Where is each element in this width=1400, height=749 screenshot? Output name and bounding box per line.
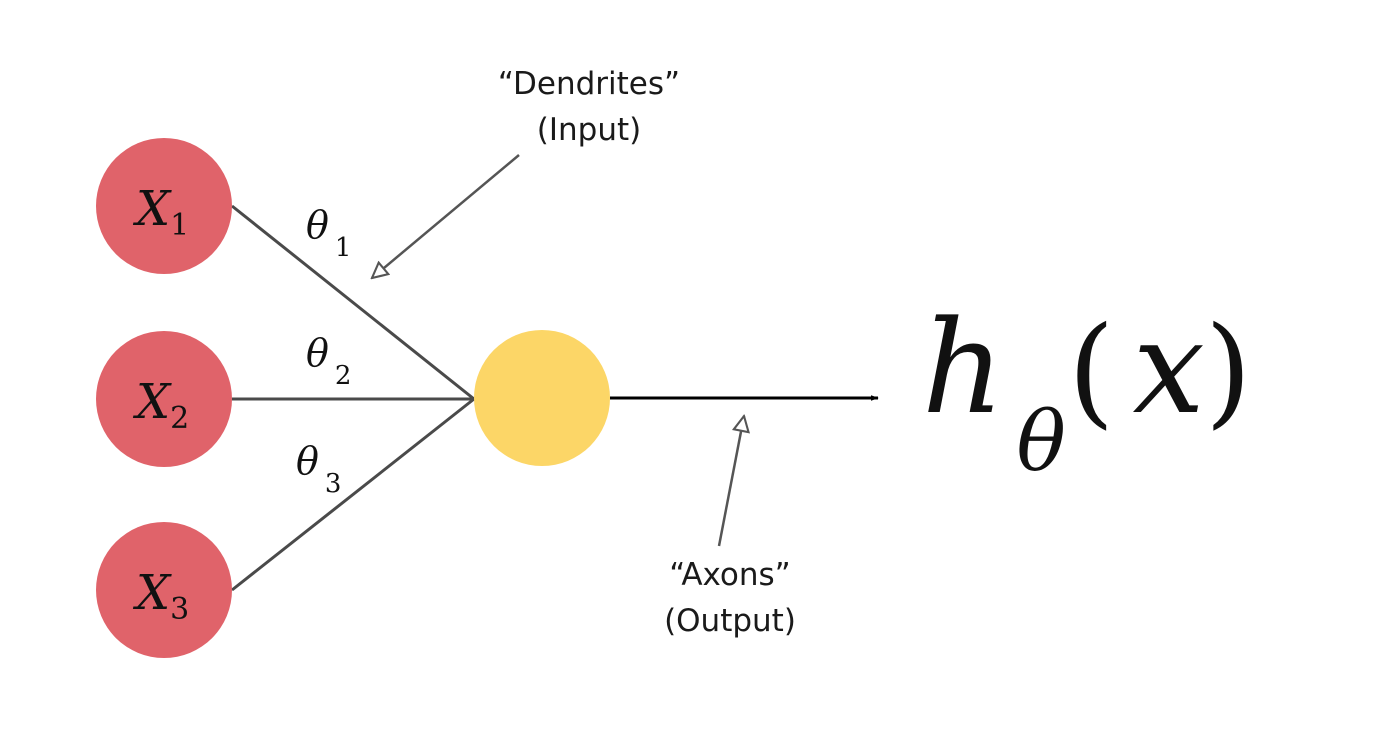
hypothesis-function: h [922, 294, 1004, 443]
weight-subscript: 2 [335, 361, 352, 391]
input-subscript: 3 [170, 592, 189, 627]
edge-x3-neuron [231, 397, 475, 592]
input-subscript: 2 [170, 401, 189, 436]
weight-label-2: θ2 [306, 331, 351, 391]
input-node-2: X2 [96, 331, 232, 467]
edge-x1-neuron [231, 204, 475, 401]
input-symbol: X [132, 374, 172, 430]
axons-sublabel: (Output) [664, 603, 796, 639]
input-symbol: X [132, 181, 172, 237]
weight-subscript: 3 [325, 469, 342, 499]
axons-label: “Axons” [669, 557, 791, 593]
dendrites-label: “Dendrites” [498, 66, 680, 102]
dendrites-sublabel: (Input) [537, 112, 641, 148]
weight-label-3: θ3 [296, 439, 341, 499]
hypothesis-open-paren: ( [1068, 302, 1115, 441]
weight-symbol: θ [306, 331, 329, 375]
svg-text:X3: X3 [132, 565, 189, 627]
weight-label-1: θ1 [306, 203, 351, 263]
input-node-3: X3 [96, 522, 232, 658]
input-subscript: 1 [170, 208, 189, 243]
svg-text:X1: X1 [132, 181, 189, 243]
input-node-1: X1 [96, 138, 232, 274]
weight-symbol: θ [296, 439, 319, 483]
weight-symbol: θ [306, 203, 329, 247]
input-node-3-circle [96, 522, 232, 658]
input-node-1-circle [96, 138, 232, 274]
dendrites-pointer-arrow [372, 154, 520, 278]
axons-pointer-arrow [717, 416, 744, 547]
hypothesis-argument: x [1133, 294, 1205, 443]
input-symbol: X [132, 565, 172, 621]
hypothesis-close-paren: ) [1205, 302, 1252, 441]
neuron-node [474, 330, 610, 466]
hypothesis-subscript: θ [1016, 395, 1065, 490]
weight-subscript: 1 [335, 233, 352, 263]
input-node-2-circle [96, 331, 232, 467]
svg-text:X2: X2 [132, 374, 189, 436]
